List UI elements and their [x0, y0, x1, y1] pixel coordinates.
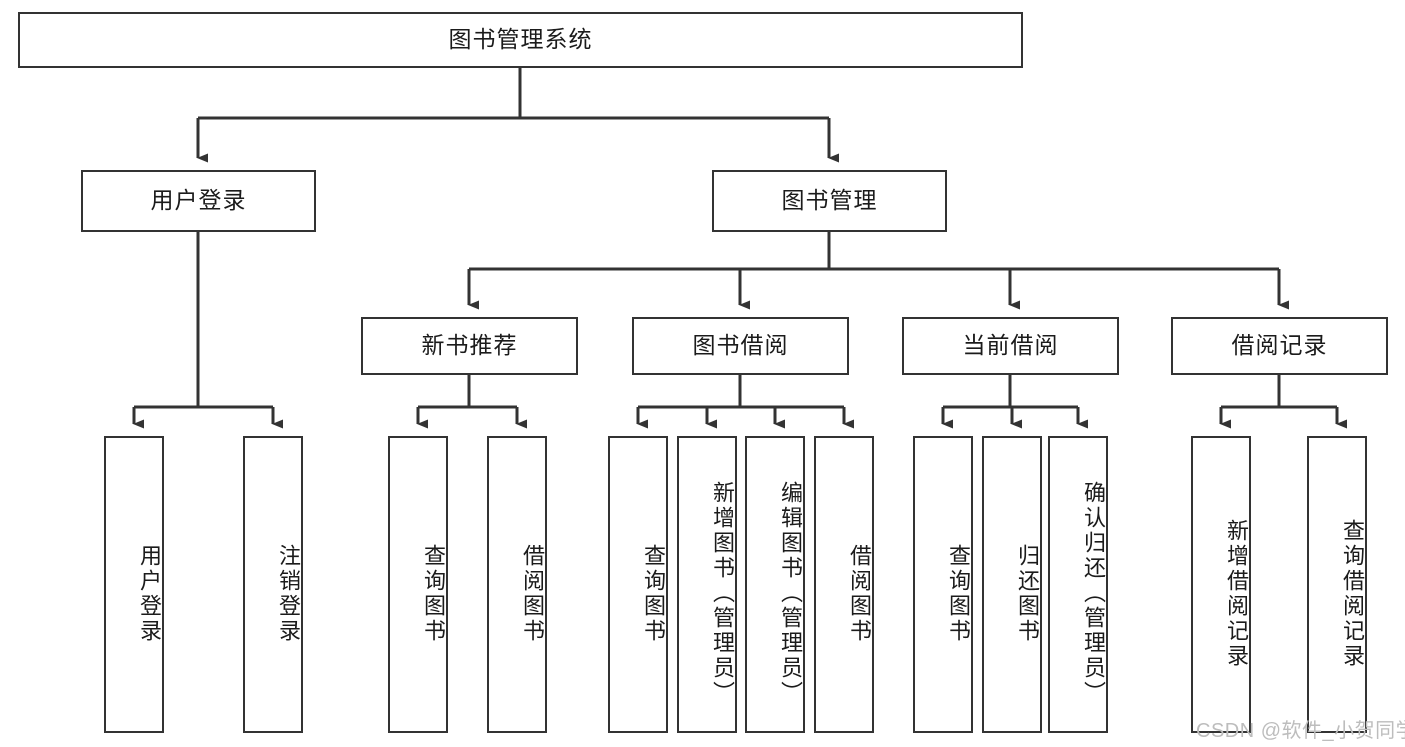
node-label: 图书管理 [781, 187, 878, 214]
node-label: 图书管理系统 [448, 26, 593, 53]
node-label: 注销登录 [276, 543, 301, 644]
node-label: 借阅图书 [520, 543, 545, 644]
book-manage-box[interactable]: 图书管理 [712, 170, 947, 232]
leaf-edit-book-box[interactable]: 编辑图书（管理员） [745, 436, 805, 733]
node-label: 查询图书 [946, 543, 971, 644]
node-label: 新书推荐 [421, 332, 518, 359]
leaf-add-record-box[interactable]: 新增借阅记录 [1191, 436, 1251, 733]
node-label: 新增图书（管理员） [710, 481, 735, 706]
leaf-borrow-book-rec-box[interactable]: 借阅图书 [487, 436, 547, 733]
user-login-box[interactable]: 用户登录 [81, 170, 316, 232]
new-book-rec-box[interactable]: 新书推荐 [361, 317, 578, 375]
node-label: 用户登录 [137, 543, 162, 644]
borrow-record-box[interactable]: 借阅记录 [1171, 317, 1388, 375]
leaf-query-book-b-box[interactable]: 查询图书 [608, 436, 668, 733]
node-label: 借阅图书 [847, 543, 872, 644]
node-label: 查询图书 [641, 543, 666, 644]
node-label: 用户登录 [150, 187, 247, 214]
book-borrow-box[interactable]: 图书借阅 [632, 317, 849, 375]
node-label: 借阅记录 [1231, 332, 1328, 359]
node-label: 新增借阅记录 [1224, 518, 1249, 669]
leaf-query-record-box[interactable]: 查询借阅记录 [1307, 436, 1367, 733]
node-label: 确认归还（管理员） [1081, 481, 1106, 706]
root-node-box[interactable]: 图书管理系统 [18, 12, 1023, 68]
leaf-add-book-box[interactable]: 新增图书（管理员） [677, 436, 737, 733]
leaf-logout-box[interactable]: 注销登录 [243, 436, 303, 733]
node-label: 编辑图书（管理员） [778, 481, 803, 706]
leaf-borrow-book-b-box[interactable]: 借阅图书 [814, 436, 874, 733]
leaf-confirm-return-box[interactable]: 确认归还（管理员） [1048, 436, 1108, 733]
node-label: 图书借阅 [692, 332, 789, 359]
leaf-query-book-rec-box[interactable]: 查询图书 [388, 436, 448, 733]
leaf-return-book-box[interactable]: 归还图书 [982, 436, 1042, 733]
leaf-query-book-c-box[interactable]: 查询图书 [913, 436, 973, 733]
node-label: 归还图书 [1015, 543, 1040, 644]
current-borrow-box[interactable]: 当前借阅 [902, 317, 1119, 375]
node-label: 查询借阅记录 [1340, 518, 1365, 669]
leaf-user-login-box[interactable]: 用户登录 [104, 436, 164, 733]
csdn-watermark: CSDN @软件_小贺同学 [1196, 720, 1405, 742]
node-label: 当前借阅 [962, 332, 1059, 359]
node-label: 查询图书 [421, 543, 446, 644]
